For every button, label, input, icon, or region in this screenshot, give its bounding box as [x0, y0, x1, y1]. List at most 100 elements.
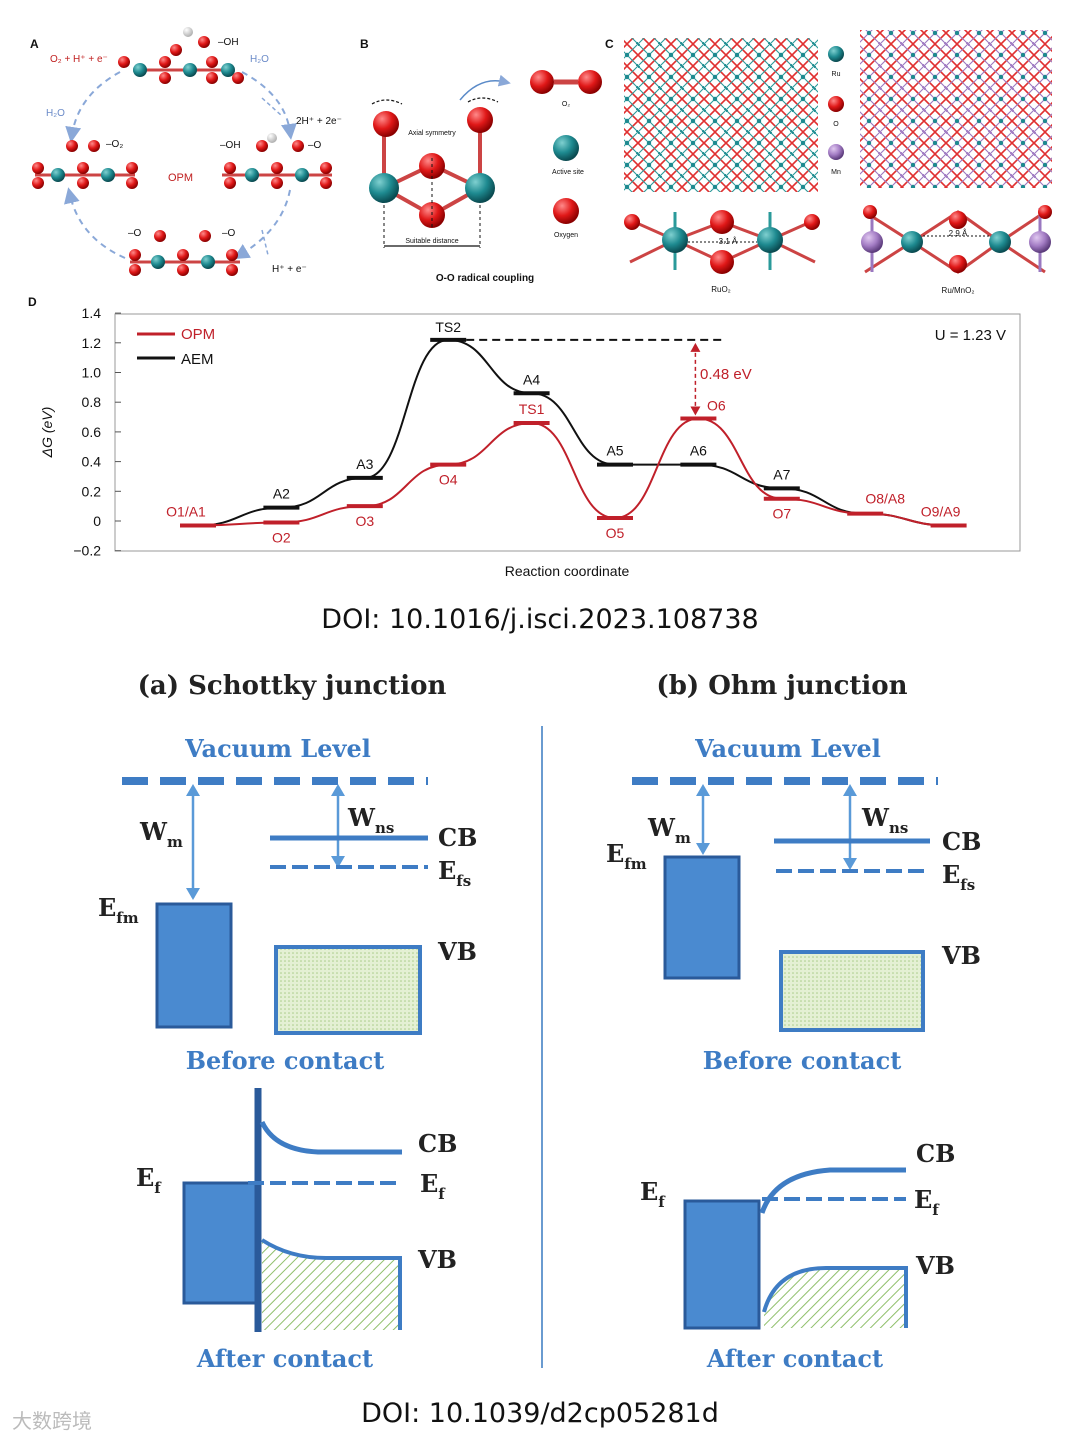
ohm-after-caption: After contact	[706, 1344, 883, 1373]
dist-rumno2: 2.9 Å	[949, 229, 968, 238]
legend-o: O	[833, 121, 839, 128]
label-h2o-left: H₂O	[46, 108, 65, 119]
ohm-title: (b) Ohm junction	[656, 671, 907, 701]
schottky-cb-after	[259, 1120, 402, 1155]
ohm-efs-label: Efs	[942, 860, 975, 894]
legend-active-site-icon	[553, 135, 579, 161]
schottky-vb-fill	[262, 1240, 400, 1330]
aem-point-label: A4	[523, 371, 540, 387]
ohm-metal-after	[683, 1199, 761, 1330]
aem-point-label: A3	[356, 456, 373, 472]
ohm-metal-before	[663, 855, 741, 980]
dist-ruo2: 3.1 Å	[719, 237, 738, 246]
label-opm: OPM	[168, 172, 193, 184]
molecule-bottom	[129, 230, 240, 276]
schottky-cb-label: CB	[438, 823, 477, 852]
active-site-atom	[369, 173, 399, 203]
rumno2-lattice	[860, 30, 1052, 188]
ohm-vb-after	[762, 1266, 908, 1328]
aem-point-label: A2	[273, 486, 290, 502]
y-axis-ticks: 1.41.21.00.80.60.40.20−0.2	[73, 305, 121, 559]
aem-point-label: TS2	[435, 319, 461, 335]
ohm-ef-left-label: Ef	[640, 1177, 666, 1211]
label-h2o-right: H₂O	[250, 54, 269, 65]
y-axis-title: ΔG (eV)	[39, 407, 55, 459]
legend-active-site: Active site	[552, 169, 584, 176]
molecule-top	[118, 27, 244, 84]
bottom-figure: (a) Schottky junction Vacuum Level Wm Wn…	[98, 671, 981, 1373]
active-site-atom	[465, 173, 495, 203]
label-2h: 2H⁺ + 2e⁻	[296, 116, 342, 127]
schottky-before-caption: Before contact	[186, 1046, 385, 1075]
ohm-cb-after-label: CB	[916, 1139, 955, 1168]
chart-marks: O1/A1O2O3O4TS1O5O6O7O8/A8O9/A9A2A3TS2A4A…	[166, 319, 967, 545]
branch-arrow	[261, 97, 283, 117]
label-h-plus: H⁺ + e⁻	[272, 264, 307, 275]
opm-point-label: TS1	[519, 401, 545, 417]
opm-point-label: O4	[439, 472, 458, 488]
axial-label: Axial symmetry	[408, 130, 456, 137]
panel-b-letter: B	[360, 37, 369, 51]
y-tick-label: 1.2	[82, 335, 102, 351]
ohm-efm-label: Efm	[606, 839, 647, 873]
y-tick-label: 0.2	[82, 483, 102, 499]
caption-ruo2: RuO₂	[711, 285, 731, 294]
panel-d-letter: D	[28, 295, 37, 309]
legend-oxygen: Oxygen	[554, 232, 578, 239]
oxygen-atom	[467, 107, 493, 133]
doi-bottom: DOI: 10.1039/d2cp05281d	[361, 1398, 719, 1429]
schottky-title: (a) Schottky junction	[138, 671, 447, 701]
label-o-bottom-left: –O	[128, 228, 142, 239]
distance-label: Suitable distance	[405, 238, 458, 245]
panel-c: C Ru O Mn 3.1 Å RuO₂	[605, 30, 1052, 295]
ohm-vb-label: VB	[941, 941, 981, 970]
legend-o2: O₂	[562, 101, 570, 108]
legend-oxygen-icon	[553, 198, 579, 224]
aem-point-label: A5	[606, 443, 623, 459]
schottky-wns-label: Wns	[347, 803, 394, 837]
legend-aem: AEM	[181, 351, 214, 368]
potential-label: U = 1.23 V	[935, 327, 1006, 344]
opm-point-label: O1/A1	[166, 503, 206, 519]
label-oh-top: –OH	[218, 37, 239, 48]
ohm-wns-label: Wns	[861, 803, 908, 837]
cycle-arrow-1	[65, 71, 121, 143]
y-tick-label: 1.0	[82, 365, 102, 381]
opm-point-label: O7	[772, 506, 791, 522]
label-oh-right: –OH	[220, 140, 241, 151]
ohm-vb-after-label: VB	[915, 1251, 955, 1280]
watermark: 大数跨境	[12, 1409, 92, 1433]
schottky-ef-left-label: Ef	[136, 1163, 162, 1197]
ohm-before-caption: Before contact	[703, 1046, 902, 1075]
panel-a-letter: A	[30, 37, 39, 51]
opm-curve	[197, 417, 949, 527]
aem-point-label: A6	[690, 443, 707, 459]
schottky-efs-label: Efs	[438, 856, 471, 890]
ohm-vacuum-label: Vacuum Level	[694, 734, 881, 763]
y-tick-label: 0	[93, 513, 101, 529]
schottky-after-caption: After contact	[196, 1344, 373, 1373]
ohm-wm-label: Wm	[647, 813, 691, 847]
y-tick-label: −0.2	[73, 543, 101, 559]
schottky-efm-label: Efm	[98, 893, 139, 927]
x-axis-title: Reaction coordinate	[505, 563, 630, 579]
opm-point-label: O9/A9	[921, 503, 961, 519]
schottky-vb-before	[274, 945, 422, 1035]
aem-curve	[197, 338, 949, 527]
schottky-metal-after	[182, 1181, 260, 1305]
opm-point-label: O6	[707, 398, 726, 414]
molecule-left	[32, 140, 138, 189]
y-tick-label: 0.4	[82, 454, 102, 470]
ruo2-zoom: 3.1 Å	[624, 206, 820, 274]
ohm-vb-fill	[764, 1268, 906, 1328]
plot-frame	[114, 313, 1021, 552]
label-o-right: –O	[308, 140, 322, 151]
coupling-caption: O-O radical coupling	[436, 273, 534, 284]
schottky-metal-before	[155, 902, 233, 1029]
ohm-ef-right-label: Ef	[914, 1185, 940, 1219]
cycle-arrow-2	[241, 71, 297, 140]
molecule-right	[222, 133, 332, 189]
label-o-bottom-right: –O	[222, 228, 236, 239]
y-tick-label: 0.6	[82, 424, 102, 440]
